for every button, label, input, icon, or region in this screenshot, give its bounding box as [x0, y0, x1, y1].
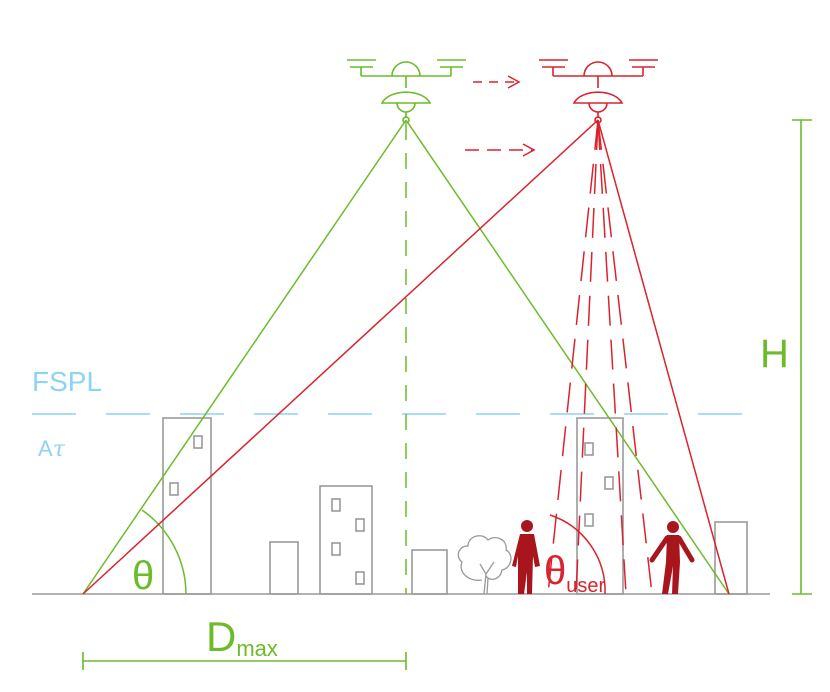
buildings [162, 417, 748, 595]
red-coverage-lines [82, 119, 730, 595]
red-dashed-3 [597, 119, 627, 595]
building-small-2 [411, 549, 448, 595]
red-line-to-left-edge [82, 119, 599, 595]
theta-label: θ [132, 554, 154, 598]
building-tall-right [576, 417, 624, 595]
red-line-to-right-edge [597, 119, 730, 595]
motion-arrow-upper [473, 75, 521, 89]
red-dashed-1 [547, 119, 599, 595]
green-cone-left-edge [82, 119, 407, 595]
theta-user-arc [549, 514, 606, 595]
person-icon [512, 520, 540, 594]
green-coverage-cone [82, 119, 730, 595]
red-dashed-2 [575, 119, 599, 595]
dmax-letter: D [206, 613, 236, 660]
dmax-bracket [82, 652, 407, 670]
theta-arc [141, 509, 187, 595]
drone-icon [347, 59, 466, 124]
height-bracket [792, 119, 812, 595]
a-tau-letter: A [38, 436, 53, 461]
theta-user-label: θuser [544, 549, 605, 597]
building-small-1 [269, 541, 299, 595]
building-mid [319, 485, 373, 595]
dmax-subscript: max [236, 636, 278, 661]
theta-user-subscript: user [566, 575, 605, 597]
building-tall-left [162, 417, 212, 595]
dmax-label: Dmax [206, 613, 278, 661]
green-cone-right-edge [405, 119, 730, 595]
red-dashed-4 [597, 119, 653, 595]
a-tau-symbol: τ [53, 437, 66, 462]
height-label: H [760, 332, 789, 376]
person-icon-right [649, 521, 695, 594]
drone-icon-red [539, 59, 658, 124]
fspl-label: FSPL [32, 366, 102, 397]
motion-arrow-lower [465, 143, 536, 157]
theta-user-symbol: θ [544, 549, 566, 593]
tree-icon [457, 535, 512, 595]
a-tau-label: Aτ [38, 436, 66, 462]
